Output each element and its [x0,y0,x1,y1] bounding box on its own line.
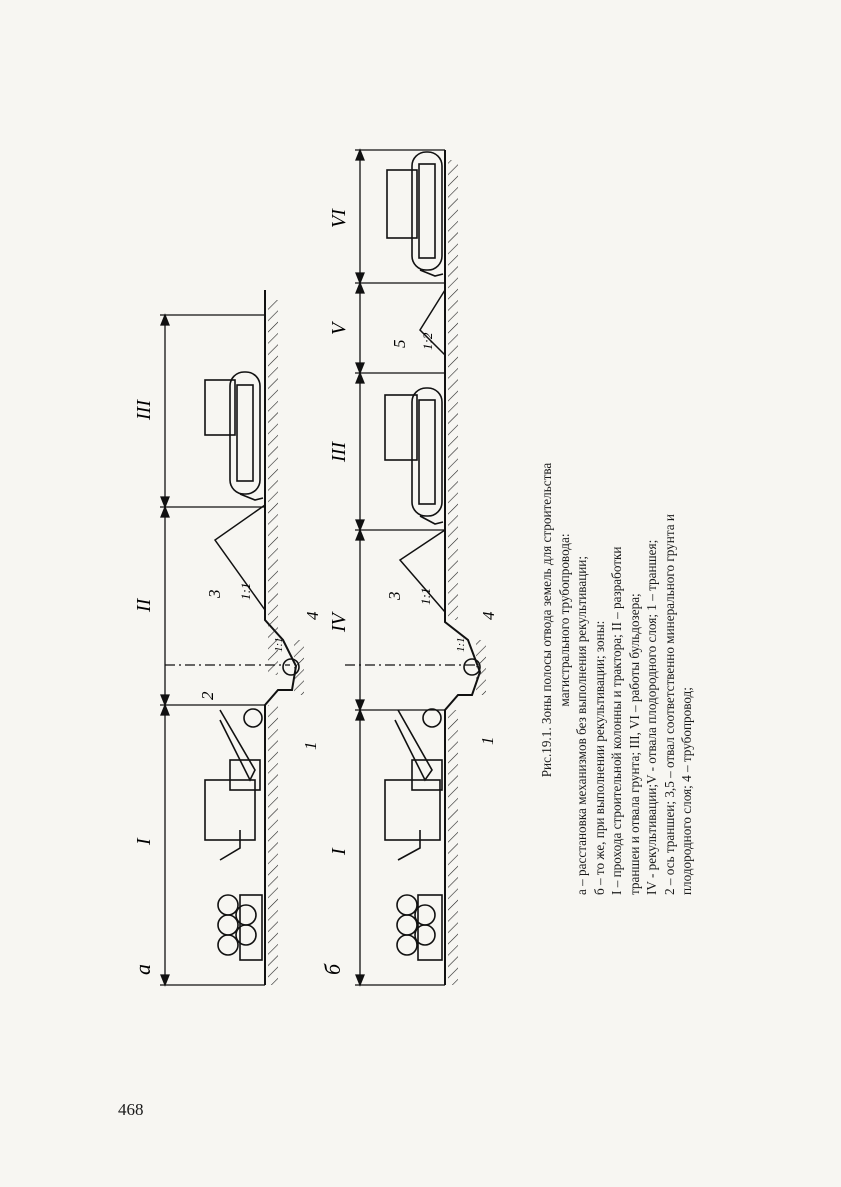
slope-a-dump: 1:1 [238,583,253,600]
mineral-dump-a [213,504,266,611]
zone-b-3-label: III [328,441,350,463]
panel-a-dimension-line [160,313,290,987]
slope-b-trench: 1:1 [455,637,467,652]
callout-1-b: 1 [478,737,497,746]
pipeline-b-icon [463,658,481,676]
caption-line: I – прохода строительной колонны и тракт… [609,546,624,895]
zone-a-1-label: I [133,837,155,846]
callout-5-b: 5 [390,340,409,349]
callout-4-a: 4 [303,611,322,620]
zone-b-5-label: V [328,320,350,335]
zone-a-3-label: III [133,399,155,421]
panel-a: а I II III 3 1:1 1: [130,290,322,987]
panel-b-label: б [320,963,345,975]
zone-b-4-label: IV [328,610,350,633]
mineral-dump-b [398,529,446,613]
caption-title-line-1: Рис.19.1. Зоны полосы отвода земель для … [539,462,554,778]
bulldozer-b2-icon [386,151,444,277]
panel-b: б I IV III V VI 3 1:1 1:1 [320,148,498,987]
topsoil-dump-b [419,289,446,356]
caption-line: плодородного слоя; 4 – трубопровод; [679,687,694,895]
callout-3-a: 3 [205,590,224,600]
zone-b-1-label: I [328,847,350,856]
zone-a-2-label: II [133,597,155,613]
callout-1-a: 1 [301,742,320,751]
panel-b-ground-line [444,150,486,985]
bulldozer-a-icon [204,371,264,501]
panel-b-dimension-line [345,148,475,987]
pipeline-a-icon [282,658,300,676]
bulldozer-b1-icon [384,387,444,525]
page-number: 468 [118,1100,144,1119]
callout-3-b: 3 [385,592,404,602]
caption-title-line-2: магистрального трубопровода: [556,533,572,707]
caption-line: а – расстановка механизмов без выполнени… [574,555,589,895]
pipelayer-icon [204,708,263,861]
callout-4-b: 4 [479,611,498,620]
caption-line: траншеи и отвала грунта; III, VI – работ… [626,593,642,895]
figure-caption: Рис.19.1. Зоны полосы отвода земель для … [538,345,696,895]
slope-b-topsoil: 1:2 [420,332,435,350]
panel-a-label: а [130,964,155,975]
caption-line: б – то же, при выполнении рекультивации;… [591,620,607,895]
caption-line: 2 – ось траншеи; 3,5 – отвал соответстве… [661,514,677,895]
slope-b-dump: 1:1 [418,588,433,605]
zone-b-6-label: VI [328,208,350,228]
pipe-carrier-b-icon [396,894,443,961]
pipelayer-b-icon [384,708,443,861]
pipe-carrier-icon [217,894,263,961]
callout-2-a: 2 [198,691,217,700]
slope-a-trench: 1:1 [273,637,285,652]
caption-line: IV - рекультивации;V - отвала плодородно… [644,539,659,895]
